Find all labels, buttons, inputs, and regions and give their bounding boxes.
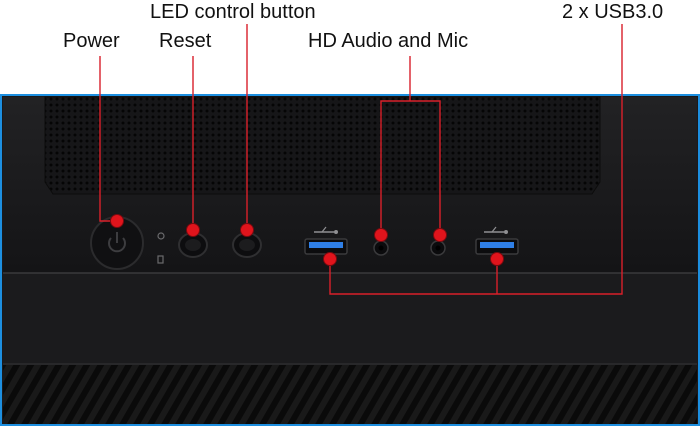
usb-port-right[interactable] xyxy=(475,238,519,255)
leader-power xyxy=(99,56,113,222)
power-button[interactable] xyxy=(90,216,144,270)
power-button-icon xyxy=(108,232,126,253)
led-control-button-icon xyxy=(239,239,255,251)
label-reset: Reset xyxy=(159,30,212,52)
label-led-control-button: LED control button xyxy=(150,1,316,23)
usb-port-icon xyxy=(309,242,343,248)
marker-led xyxy=(240,223,254,237)
reset-button-icon xyxy=(185,239,201,251)
mesh-grille xyxy=(44,96,601,195)
marker-power xyxy=(110,214,124,228)
front-face xyxy=(3,274,697,364)
label-usb: 2 x USB3.0 xyxy=(562,1,664,23)
leader-usb xyxy=(329,24,623,295)
marker-mic xyxy=(433,228,447,242)
leader-lines xyxy=(99,24,623,295)
leader-audio-bracket xyxy=(380,100,441,235)
marker-headphone xyxy=(374,228,388,242)
led-indicator-icon xyxy=(157,232,165,264)
marker-reset xyxy=(186,223,200,237)
label-hd-audio-mic: HD Audio and Mic xyxy=(308,30,469,52)
usb-symbol-icon xyxy=(484,226,508,234)
bottom-vent xyxy=(3,365,697,424)
usb-port-left[interactable] xyxy=(304,238,348,255)
callout-markers xyxy=(110,214,504,266)
marker-usb-right xyxy=(490,252,504,266)
reset-button[interactable] xyxy=(178,232,208,258)
marker-usb-left xyxy=(323,252,337,266)
usb-symbol-icon xyxy=(314,226,338,234)
usb-port-icon xyxy=(480,242,514,248)
label-power: Power xyxy=(63,30,120,52)
